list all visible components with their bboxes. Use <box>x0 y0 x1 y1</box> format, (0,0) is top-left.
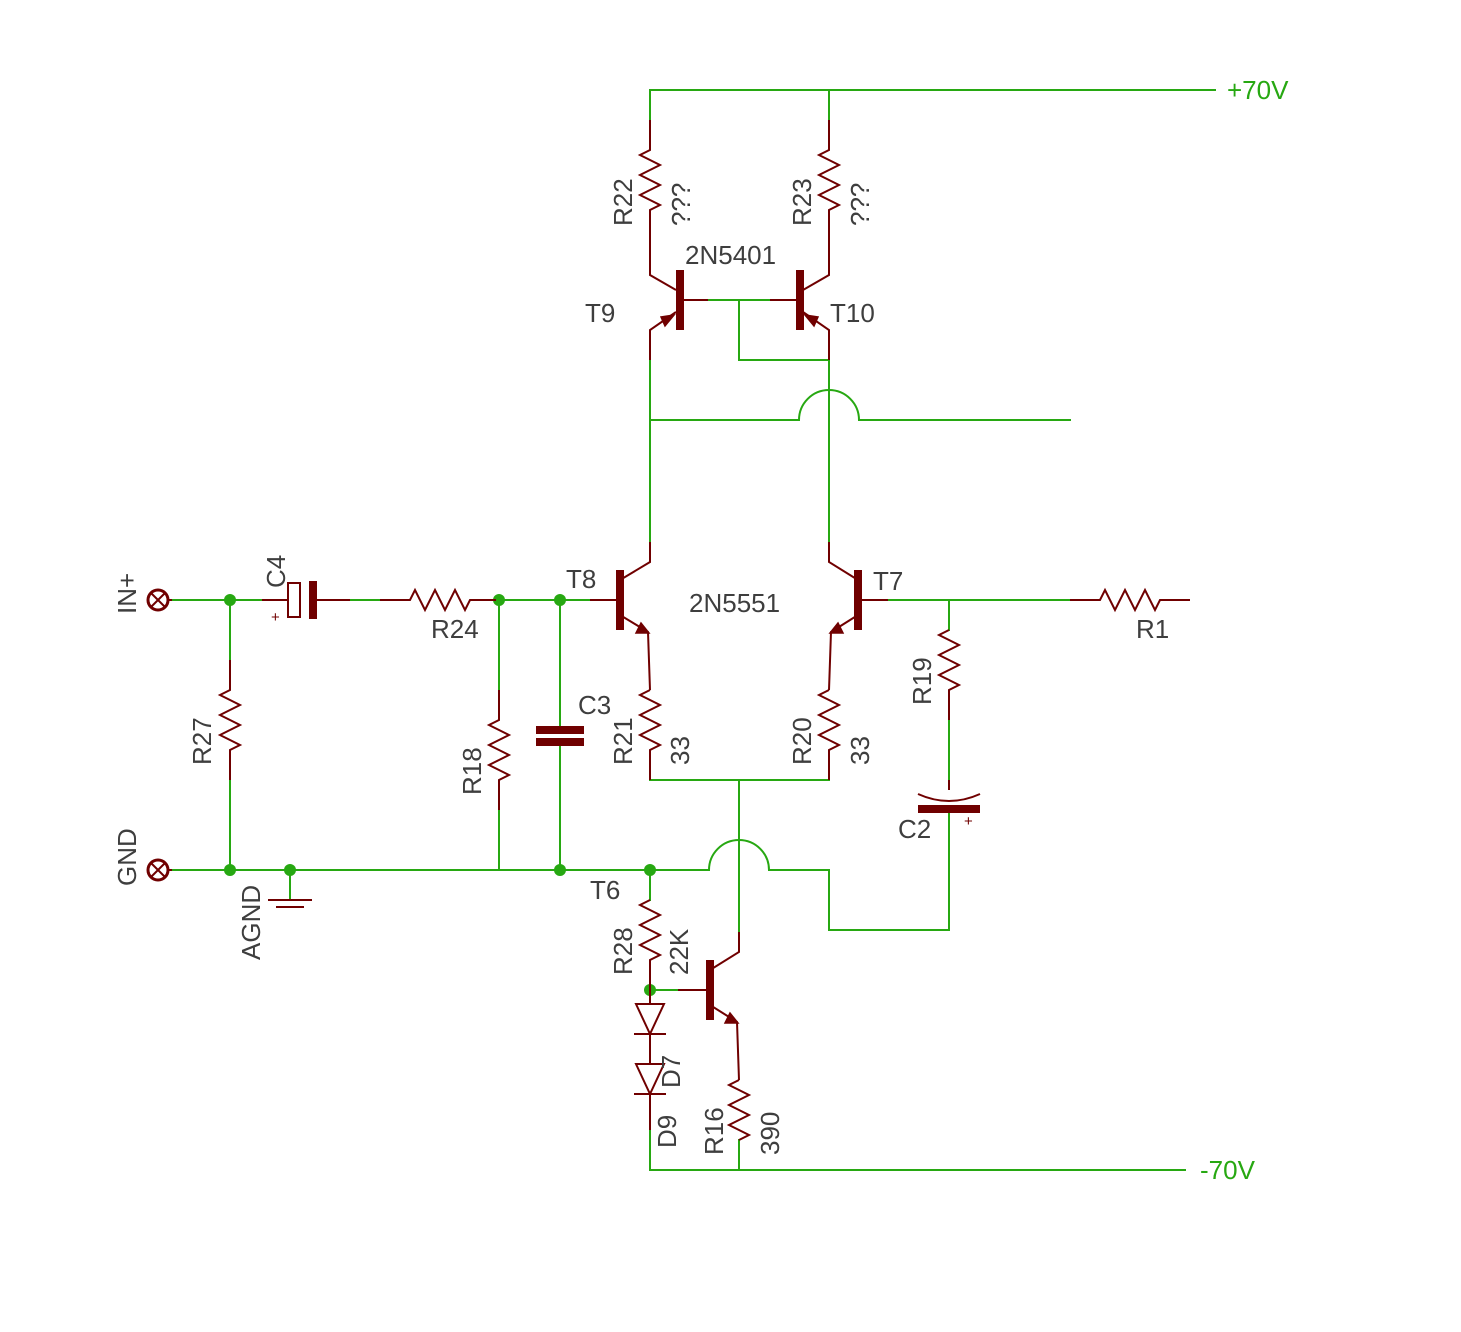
junction-dot <box>554 594 566 606</box>
r1-label: R1 <box>1136 614 1169 644</box>
t10-label: T10 <box>830 298 875 328</box>
port-agnd-label: AGND <box>236 885 266 960</box>
capacitor-c2 <box>917 780 981 813</box>
r28-value: 22K <box>664 928 694 975</box>
diode-d9 <box>634 1063 666 1130</box>
junction-dot <box>284 864 296 876</box>
r20-name: R20 <box>787 717 817 765</box>
r16-value: 390 <box>755 1112 785 1155</box>
wires <box>171 89 1216 1171</box>
t6-label: T6 <box>590 875 620 905</box>
junction-dot <box>224 864 236 876</box>
r23-value: ??? <box>845 183 875 226</box>
d7-label: D7 <box>656 1055 686 1088</box>
transistor-t10 <box>770 270 830 360</box>
t7-label: T7 <box>873 566 903 596</box>
pnp-type-label: 2N5401 <box>685 240 776 270</box>
t8-label: T8 <box>566 564 596 594</box>
c2-label: C2 <box>898 814 931 844</box>
diode-d7 <box>634 1003 666 1064</box>
c3-label: C3 <box>578 690 611 720</box>
port-in-label: IN+ <box>112 573 142 614</box>
r22-name: R22 <box>608 178 638 226</box>
labels: +70V -70V IN+ GND AGND R22 ??? R23 ??? 2… <box>112 75 1289 1185</box>
junction-dot <box>493 594 505 606</box>
port-gnd-label: GND <box>112 828 142 886</box>
junction-dot <box>554 864 566 876</box>
r21-value: 33 <box>665 736 695 765</box>
npn-type-label: 2N5551 <box>689 588 780 618</box>
resistor-r18 <box>486 690 512 810</box>
wire-vas-out <box>649 389 1071 421</box>
resistor-r22 <box>637 120 677 291</box>
r21-name: R21 <box>608 717 638 765</box>
components <box>146 120 1190 1141</box>
transistor-t8 <box>590 542 651 691</box>
port-in-connector <box>146 588 172 612</box>
r19-label: R19 <box>907 657 937 705</box>
transistor-t7 <box>828 542 888 691</box>
rail-neg-label: -70V <box>1200 1155 1256 1185</box>
wire-gnd-bus <box>171 809 950 931</box>
r22-value: ??? <box>666 183 696 226</box>
resistor-r23 <box>802 120 842 291</box>
d9-label: D9 <box>652 1115 682 1148</box>
t9-label: T9 <box>585 298 615 328</box>
port-gnd-connector <box>146 858 172 882</box>
capacitor-c3 <box>536 726 584 746</box>
r27-label: R27 <box>187 717 217 765</box>
resistor-r24 <box>380 587 496 613</box>
resistor-r19 <box>936 629 962 720</box>
r16-name: R16 <box>699 1107 729 1155</box>
r18-label: R18 <box>457 747 487 795</box>
resistor-r16 <box>726 1079 752 1141</box>
r28-name: R28 <box>608 927 638 975</box>
r20-value: 33 <box>845 736 875 765</box>
transistor-t6 <box>678 932 740 1081</box>
junctions <box>224 594 656 996</box>
r24-label: R24 <box>431 614 479 644</box>
resistor-r28 <box>637 899 663 1004</box>
c4-polarity: + <box>271 609 280 626</box>
c4-label: C4 <box>261 555 291 588</box>
ground-symbol <box>268 899 312 908</box>
wire-mirror-diode <box>738 299 830 361</box>
capacitor-c4 <box>262 581 350 619</box>
resistor-r21 <box>637 689 663 780</box>
r23-name: R23 <box>787 178 817 226</box>
resistor-r20 <box>816 689 842 780</box>
junction-dot <box>644 864 656 876</box>
resistor-r27 <box>217 660 243 780</box>
rail-pos-label: +70V <box>1227 75 1289 105</box>
transistor-t9 <box>649 270 708 360</box>
resistor-r1 <box>1070 587 1190 613</box>
c2-polarity: + <box>964 813 973 830</box>
junction-dot <box>224 594 236 606</box>
